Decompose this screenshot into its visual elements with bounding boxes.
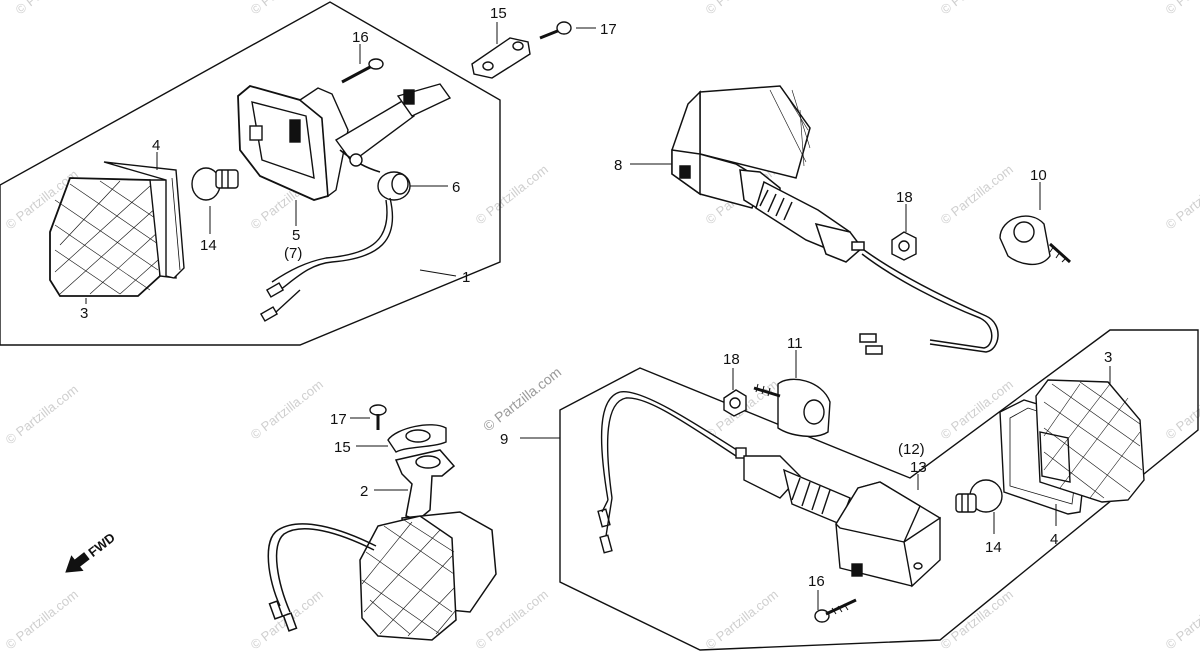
- winker-8-rear-right: [671, 85, 999, 355]
- nut-18-top: [891, 231, 917, 261]
- callout-7: (7): [284, 245, 302, 262]
- winker-2-front-right: [267, 449, 497, 641]
- screw-16-bottom: [814, 598, 857, 623]
- housing-5: [237, 85, 349, 201]
- wire-harness-left: [259, 197, 394, 322]
- callout-16: 16: [352, 29, 369, 46]
- bolt-17-bottom: [369, 404, 387, 430]
- clamp-10: [999, 215, 1072, 265]
- stem-13: [735, 447, 851, 525]
- watermark: © Partzilla.com: [703, 587, 781, 652]
- clamp-15-top: [471, 37, 531, 79]
- watermark: © Partzilla.com: [473, 587, 551, 652]
- callout-15: 15: [490, 5, 507, 22]
- fwd-label: FWD: [85, 530, 118, 560]
- callout-9: 9: [500, 431, 508, 448]
- watermark: © Partzilla.com: [703, 0, 781, 17]
- body-13: [835, 481, 941, 588]
- watermark: © Partzilla.com: [248, 377, 326, 443]
- callout-11: 11: [787, 335, 803, 352]
- watermark: © Partzilla.com: [938, 0, 1016, 17]
- callout-2: 2: [360, 483, 368, 500]
- watermark: © Partzilla.com: [3, 382, 81, 448]
- watermark: © Partzilla.com: [473, 162, 551, 228]
- bolt-17-top: [539, 21, 572, 40]
- callout-18: 18: [723, 351, 740, 368]
- watermark: © Partzilla.com: [938, 587, 1016, 652]
- callout-3: 3: [1104, 349, 1112, 366]
- callout-6: 6: [452, 179, 460, 196]
- callout-1: 1: [462, 269, 470, 286]
- callout-8: 8: [614, 157, 622, 174]
- callout-14: 14: [985, 539, 1002, 556]
- watermark: © Partzilla.com: [1163, 587, 1200, 652]
- callout-12: (12): [898, 441, 925, 458]
- clamp-15-bottom: [387, 424, 447, 453]
- watermark: © Partzilla.com: [13, 0, 91, 17]
- watermark: © Partzilla.com: [3, 587, 81, 652]
- callout-14: 14: [200, 237, 217, 254]
- bulb-14-left: [191, 167, 239, 201]
- nut-18-bottom: [723, 389, 747, 417]
- assembly-9-rear-left-winker: [559, 329, 1199, 651]
- stem-8: [755, 180, 865, 263]
- callout-10: 10: [1030, 167, 1047, 184]
- lens-3-left: [49, 177, 177, 297]
- callout-13: 13: [910, 459, 927, 476]
- callout-5: 5: [292, 227, 300, 244]
- stay-arm: [334, 83, 452, 173]
- callout-17: 17: [330, 411, 347, 428]
- lens-3-right: [1035, 379, 1145, 503]
- watermark: © Partzilla.com: [248, 0, 326, 17]
- assembly-1-front-left-winker: [0, 1, 501, 346]
- leader-lines: [85, 22, 1111, 610]
- assembly-1-outline: [0, 1, 501, 346]
- callout-3: 3: [80, 305, 88, 322]
- callout-labels: 15 17 16 4 5 (7) 6 14 3 1 8 18 10 18 11 …: [80, 5, 1112, 590]
- callout-18: 18: [896, 189, 913, 206]
- callout-16: 16: [808, 573, 825, 590]
- bulb-14-right: [955, 479, 1003, 513]
- clamp-11: [753, 378, 831, 438]
- callout-4: 4: [152, 137, 160, 154]
- assembly-9-outline: [559, 329, 1199, 651]
- gasket-4-left: [103, 161, 185, 279]
- watermark: © Partzilla.com: [1163, 0, 1200, 17]
- callout-17: 17: [600, 21, 617, 38]
- screw-16-top: [341, 58, 384, 84]
- watermark: © Partzilla.com: [938, 162, 1016, 228]
- watermark-center: © Partzilla.com: [480, 364, 564, 435]
- grommet-6: [377, 171, 411, 201]
- watermark: © Partzilla.com: [1163, 167, 1200, 233]
- watermark-layer: © Partzilla.com © Partzilla.com © Partzi…: [3, 0, 1200, 652]
- fwd-arrow: FWD: [65, 530, 118, 573]
- callout-15: 15: [334, 439, 351, 456]
- callout-4: 4: [1050, 531, 1058, 548]
